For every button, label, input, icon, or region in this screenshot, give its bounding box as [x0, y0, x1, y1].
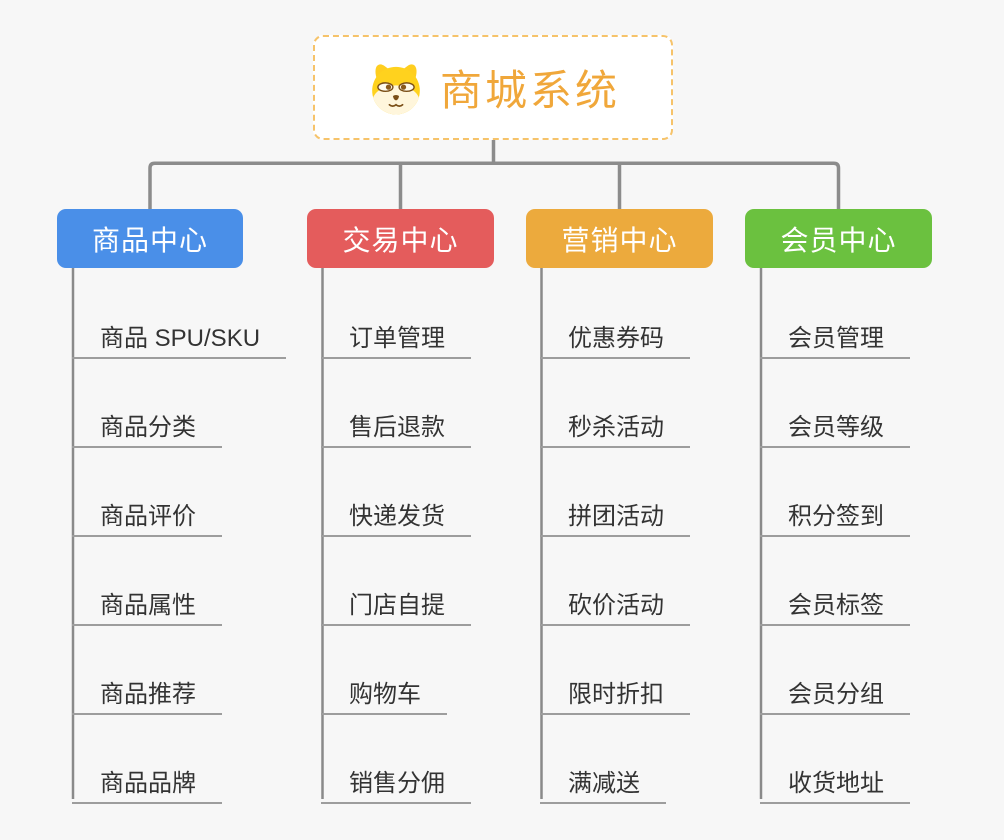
root-title: 商城系统 — [439, 67, 620, 114]
dog-face-icon — [366, 60, 426, 116]
leaf-node[interactable]: 满减送 — [540, 756, 666, 804]
leaf-node[interactable]: 售后退款 — [321, 400, 471, 448]
branch-label: 交易中心 — [342, 224, 459, 256]
leaf-node[interactable]: 会员标签 — [760, 578, 910, 626]
leaf-node[interactable]: 商品分类 — [72, 400, 222, 448]
branch-label: 会员中心 — [780, 224, 897, 256]
leaf-node[interactable]: 购物车 — [321, 667, 447, 715]
branch-label: 商品中心 — [91, 224, 208, 256]
leaf-node[interactable]: 会员管理 — [760, 311, 910, 359]
leaf-node[interactable]: 优惠券码 — [540, 311, 690, 359]
root-node[interactable]: 商城系统 — [313, 35, 673, 140]
leaf-node[interactable]: 限时折扣 — [540, 667, 690, 715]
branch-node-trade-center[interactable]: 交易中心 — [307, 209, 494, 268]
leaf-node[interactable]: 积分签到 — [760, 489, 910, 537]
branch-node-member-center[interactable]: 会员中心 — [745, 209, 932, 268]
branch-node-product-center[interactable]: 商品中心 — [57, 209, 243, 268]
leaf-node[interactable]: 秒杀活动 — [540, 400, 690, 448]
leaf-node[interactable]: 订单管理 — [321, 311, 471, 359]
leaf-node[interactable]: 商品评价 — [72, 489, 222, 537]
branch-node-marketing-center[interactable]: 营销中心 — [526, 209, 713, 268]
leaf-node[interactable]: 收货地址 — [760, 756, 910, 804]
leaf-node[interactable]: 商品属性 — [72, 578, 222, 626]
leaf-node[interactable]: 商品推荐 — [72, 667, 222, 715]
leaf-node[interactable]: 砍价活动 — [540, 578, 690, 626]
leaf-node[interactable]: 拼团活动 — [540, 489, 690, 537]
leaf-node[interactable]: 门店自提 — [321, 578, 471, 626]
leaf-node[interactable]: 快递发货 — [321, 489, 471, 537]
leaf-node[interactable]: 会员等级 — [760, 400, 910, 448]
branch-label: 营销中心 — [561, 224, 678, 256]
leaf-node[interactable]: 会员分组 — [760, 667, 910, 715]
leaf-node[interactable]: 销售分佣 — [321, 756, 471, 804]
leaf-node[interactable]: 商品品牌 — [72, 756, 222, 804]
leaf-node[interactable]: 商品 SPU/SKU — [72, 311, 287, 359]
